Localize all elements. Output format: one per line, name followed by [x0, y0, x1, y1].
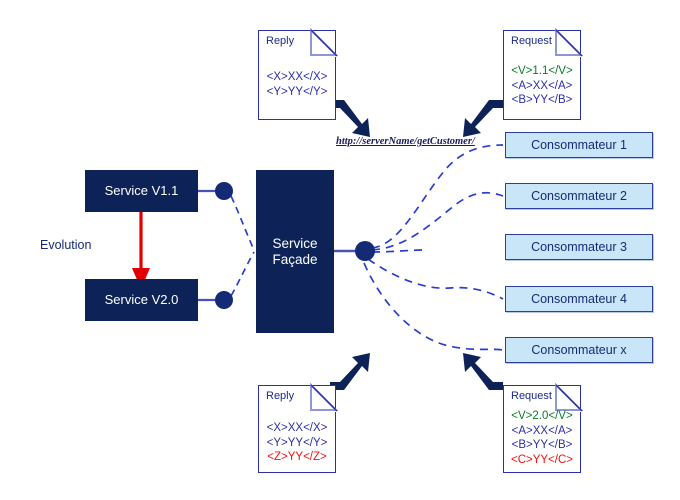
consumer-box-3[interactable]: Consommateur 3 [505, 234, 653, 260]
socket-v1-1 [215, 182, 233, 200]
page-fold-icon [555, 28, 583, 57]
document-request-bottom[interactable]: Request <V>2.0</V> <A>XX</A> <B>YY</B> <… [503, 383, 583, 473]
document-line: <A>XX</A> [511, 424, 573, 437]
document-title: Request [511, 35, 552, 47]
consumer-label: Consommateur x [531, 343, 627, 357]
document-lines: <V>1.1</V> <A>XX</A> <B>YY</B> [503, 64, 581, 108]
document-reply-top[interactable]: Reply <X>XX</X> <Y>YY</Y> [258, 28, 338, 120]
wire-hub-consumer-1 [371, 144, 504, 249]
block-arrow-request-in [463, 100, 503, 137]
consumer-label: Consommateur 3 [531, 240, 627, 254]
consumer-label: Consommateur 1 [531, 138, 627, 152]
evolution-label: Evolution [40, 238, 92, 252]
consumer-box-1[interactable]: Consommateur 1 [505, 132, 653, 158]
page-fold-icon [310, 383, 338, 412]
document-line: <V>1.1</V> [511, 65, 573, 77]
document-line: <Z>YY</Z> [267, 451, 327, 464]
consumer-box-x[interactable]: Consommateur x [505, 337, 653, 363]
page-fold-icon [310, 28, 338, 57]
consumer-box-4[interactable]: Consommateur 4 [505, 286, 653, 312]
document-title: Reply [266, 390, 295, 402]
wire-v2-to-facade [230, 251, 255, 297]
document-title: Request [511, 390, 552, 402]
wire-hub-consumer-3 [371, 249, 426, 253]
block-arrow-request-out [463, 353, 503, 390]
socket-facade-hub [355, 241, 375, 261]
document-line: <Y>YY</Y> [266, 85, 328, 98]
document-title: Reply [266, 35, 295, 47]
document-lines: <X>XX</X> <Y>YY</Y> <Z>YY</Z> [258, 421, 336, 465]
document-reply-bottom[interactable]: Reply <X>XX</X> <Y>YY</Y> <Z>YY</Z> [258, 383, 338, 473]
document-request-top[interactable]: Request <V>1.1</V> <A>XX</A> <B>YY</B> [503, 28, 583, 120]
consumer-box-2[interactable]: Consommateur 2 [505, 183, 653, 209]
page-fold-icon [555, 383, 583, 412]
facade-label-line2: Façade [272, 251, 318, 267]
wire-hub-consumer-2 [371, 191, 504, 251]
service-v2-0-label: Service V2.0 [104, 292, 179, 308]
document-line: <X>XX</X> [266, 71, 328, 83]
document-line: <C>YY</C> [510, 454, 573, 467]
service-v1-1-box[interactable]: Service V1.1 [85, 170, 198, 212]
facade-label-line1: Service [272, 235, 318, 251]
consumer-label: Consommateur 2 [531, 189, 627, 203]
document-line: <V>2.0</V> [511, 410, 573, 422]
wire-hub-consumer-4 [367, 258, 504, 300]
document-lines: <X>XX</X> <Y>YY</Y> [258, 70, 336, 99]
consumer-label: Consommateur 4 [531, 292, 627, 306]
document-lines: <V>2.0</V> <A>XX</A> <B>YY</B> <C>YY</C> [503, 409, 581, 468]
service-v2-0-box[interactable]: Service V2.0 [85, 279, 198, 321]
service-v1-1-label: Service V1.1 [104, 183, 179, 199]
socket-v2-0 [215, 291, 233, 309]
service-facade-box[interactable]: Service Façade [256, 170, 334, 333]
document-line: <A>XX</A> [511, 79, 573, 92]
wire-v1-to-facade [230, 195, 255, 251]
endpoint-url[interactable]: http://serverName/getCustomer/ [336, 136, 475, 147]
block-arrow-reply-in [330, 100, 370, 137]
document-line: <B>YY</B> [511, 439, 573, 452]
document-line: <Y>YY</Y> [266, 436, 328, 449]
wire-hub-consumer-x [363, 262, 504, 351]
document-line: <B>YY</B> [511, 94, 573, 107]
document-line: <X>XX</X> [266, 422, 328, 434]
